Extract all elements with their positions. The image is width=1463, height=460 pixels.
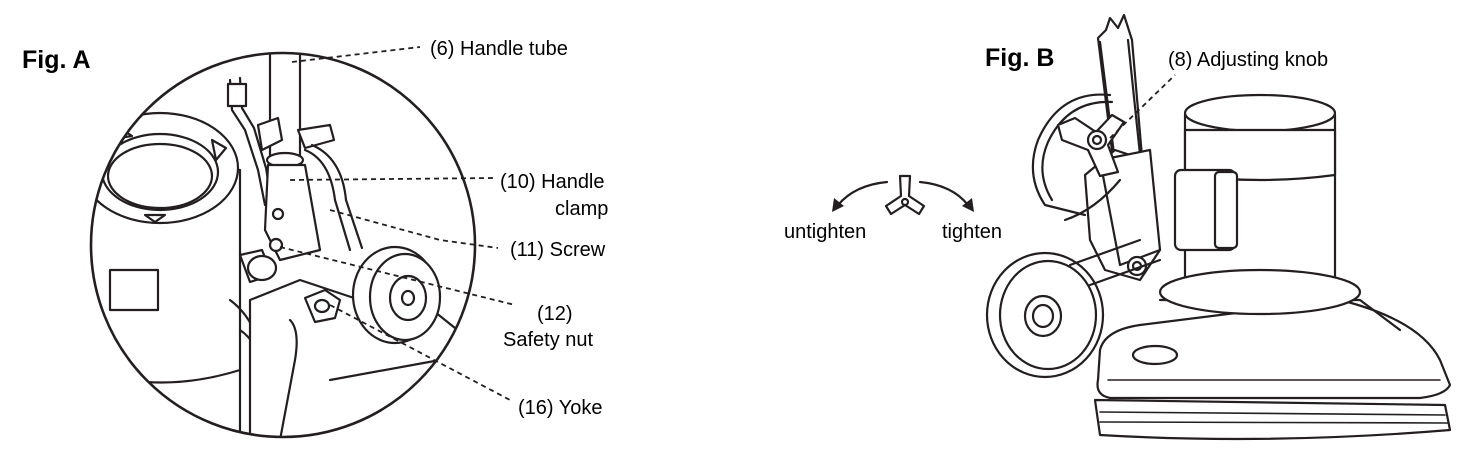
label-untighten: untighten [784, 221, 866, 243]
handle-clamp [256, 116, 364, 262]
floor-machine [985, 13, 1452, 441]
tighten-arrow [918, 180, 970, 207]
label-safety-nut-line2: Safety nut [503, 329, 594, 351]
label-yoke: (16) Yoke [518, 397, 603, 419]
base-pad [1093, 298, 1452, 441]
motor-b [1158, 93, 1362, 316]
untighten-arrow [836, 180, 889, 207]
adjusting-knob [1056, 113, 1126, 178]
label-tighten: tighten [942, 221, 1002, 243]
label-screw: (11) Screw [510, 239, 606, 261]
safety-nut [238, 248, 278, 284]
figure-b-title: Fig. B [985, 44, 1054, 72]
wheel-b [985, 238, 1162, 379]
figure-a-leaders [279, 46, 516, 401]
label-handle-tube: (6) Handle tube [430, 38, 568, 60]
detail-circle [89, 51, 477, 439]
leader-adjusting-knob [1109, 74, 1176, 139]
figure-a-title: Fig. A [22, 46, 91, 74]
wheel [351, 245, 442, 345]
rotation-legend: untighten tighten [784, 174, 1002, 243]
label-safety-nut-line1: (12) [537, 303, 573, 325]
label-handle-clamp-line2: clamp [555, 198, 608, 220]
label-handle-clamp-line1: (10) Handle [500, 171, 605, 193]
cord-b [1031, 93, 1112, 217]
figure-a: Fig. A [22, 38, 608, 439]
label-adjusting-knob: (8) Adjusting knob [1168, 49, 1328, 71]
handle-b [1063, 13, 1162, 282]
knob-icon [884, 174, 926, 216]
handle-tube [265, 53, 305, 169]
figure-b: Fig. B untighten tighten [784, 13, 1452, 441]
detail-view [91, 53, 472, 437]
